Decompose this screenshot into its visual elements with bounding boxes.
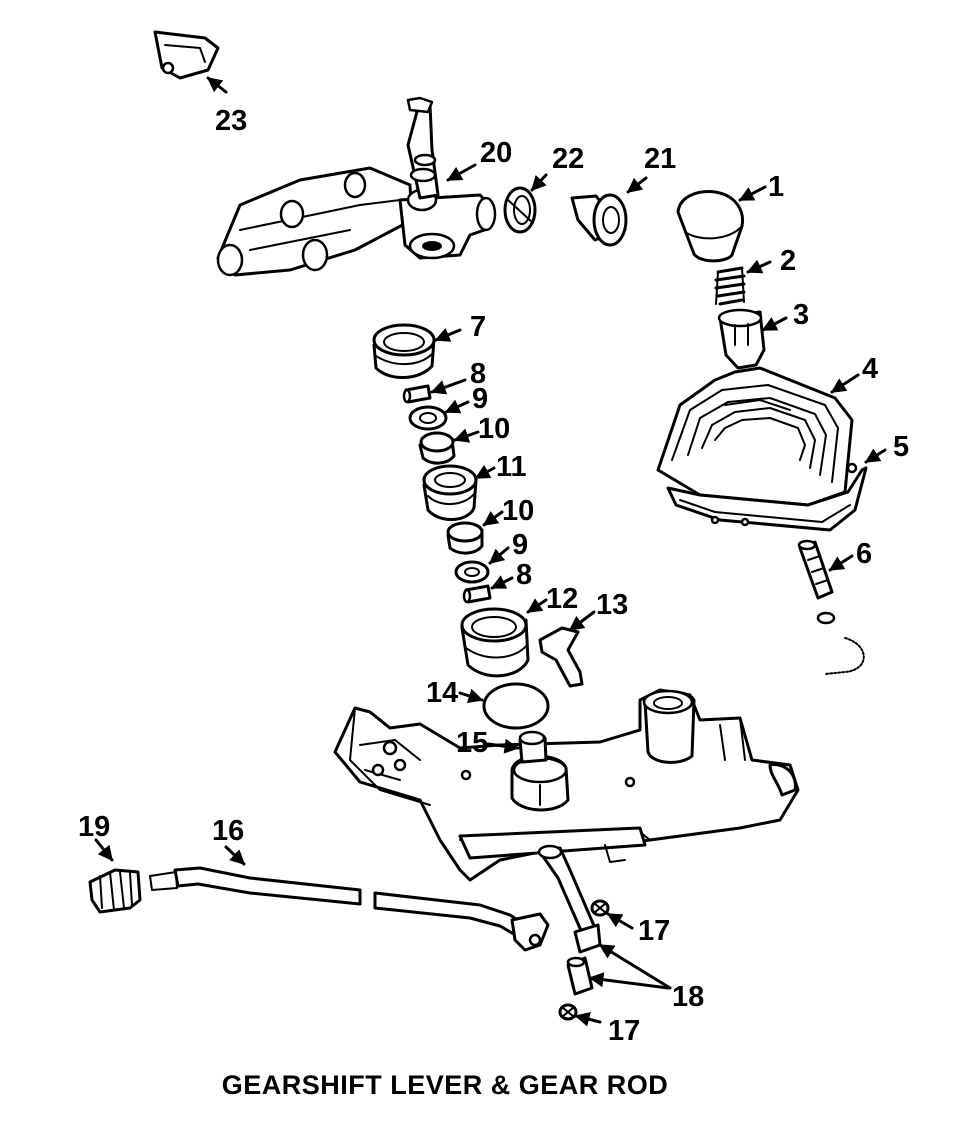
part-14-plug — [482, 682, 550, 730]
callout-8-upper: 8 — [470, 358, 486, 390]
callout-17-lower: 17 — [608, 1015, 640, 1047]
part-9-upper — [408, 405, 448, 431]
callout-14: 14 — [426, 677, 458, 709]
callout-21: 21 — [644, 143, 676, 175]
part-5-plate — [666, 462, 868, 532]
callout-4: 4 — [862, 353, 878, 385]
part-8-lower — [462, 584, 492, 604]
part-9-lower — [454, 560, 490, 584]
callout-7: 7 — [470, 311, 486, 343]
part-19-rod-boot — [88, 868, 142, 914]
callout-3: 3 — [793, 299, 809, 331]
callout-20: 20 — [480, 137, 512, 169]
callout-11: 11 — [496, 451, 527, 483]
part-22-retainer — [503, 186, 537, 234]
callout-2: 2 — [780, 245, 796, 277]
callout-1: 1 — [768, 171, 784, 203]
callout-17-upper: 17 — [638, 915, 670, 947]
part-3-adapter — [717, 308, 766, 370]
diagram-caption: GEARSHIFT LEVER & GEAR ROD — [221, 1070, 669, 1100]
callout-5: 5 — [893, 431, 909, 463]
callout-9-lower: 9 — [512, 529, 528, 561]
part-10-lower — [446, 521, 484, 555]
callout-6: 6 — [856, 538, 872, 570]
part-17-nut-upper — [590, 899, 610, 917]
part-6-pin — [797, 539, 865, 675]
callout-12: 12 — [546, 583, 578, 615]
part-10-upper — [418, 431, 456, 465]
part-1-knob — [676, 190, 745, 263]
part-18-links — [537, 844, 602, 996]
callout-15: 15 — [456, 727, 488, 759]
part-8-upper — [402, 384, 432, 404]
part-4-boot — [656, 366, 854, 507]
callout-18: 18 — [672, 981, 704, 1013]
part-13-bracket — [538, 626, 584, 688]
callout-8-lower: 8 — [516, 559, 532, 591]
part-7-cap — [372, 323, 436, 380]
leader-arrows — [94, 76, 887, 1027]
part-11-collar — [422, 464, 478, 521]
part-17-nut-lower — [558, 1003, 578, 1021]
part-12-housing — [460, 607, 530, 678]
part-21-bushing — [570, 193, 628, 247]
callout-labels: 23 20 22 21 1 2 3 4 5 6 7 8 9 10 11 10 9… — [78, 105, 909, 1047]
callout-10-lower: 10 — [502, 495, 534, 527]
callout-13: 13 — [596, 589, 628, 621]
shifter-housing — [333, 688, 800, 882]
part-20-shift-linkage — [216, 96, 497, 277]
callout-19: 19 — [78, 811, 110, 843]
callout-9-upper: 9 — [472, 383, 488, 415]
callout-22: 22 — [552, 143, 584, 175]
part-2-spring — [714, 266, 746, 306]
callout-10-upper: 10 — [478, 413, 510, 445]
part-16-gear-rod — [149, 866, 550, 952]
part-23-clip — [153, 30, 220, 80]
callout-23: 23 — [215, 105, 247, 137]
callout-16: 16 — [212, 815, 244, 847]
